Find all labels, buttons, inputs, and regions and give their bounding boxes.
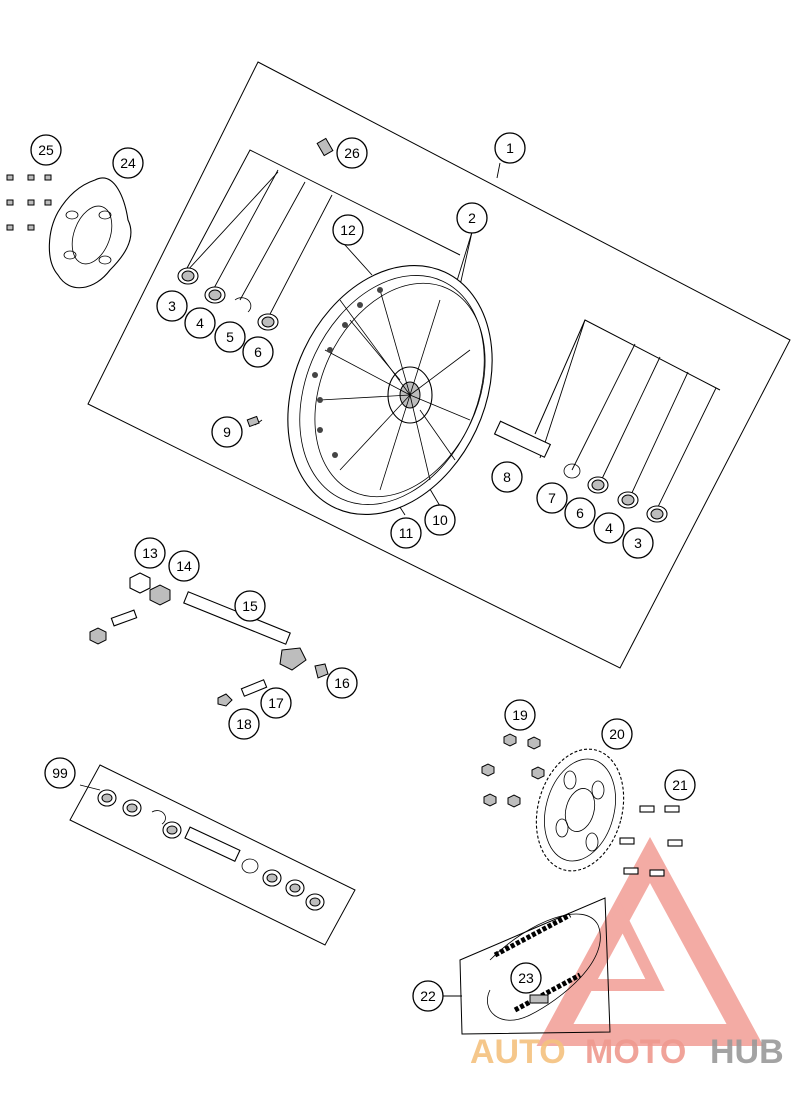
callout-1: 1 [494,132,526,164]
callout-23: 23 [510,962,542,994]
right-bearing-set [493,420,668,523]
brake-disc [48,177,132,289]
callout-11: 11 [390,517,422,549]
callout-99: 99 [44,757,76,789]
svg-text:24: 24 [120,155,136,171]
svg-text:18: 18 [236,716,252,732]
callout-20: 20 [601,718,633,750]
callout-4-right: 4 [593,512,625,544]
callout-19: 19 [504,699,536,731]
chain-kit [459,897,611,1035]
svg-text:15: 15 [242,598,258,614]
callout-13: 13 [134,537,166,569]
svg-text:1: 1 [506,140,514,156]
svg-text:3: 3 [634,535,642,551]
callout-3-left: 3 [156,290,188,322]
svg-text:20: 20 [609,726,625,742]
svg-text:7: 7 [548,490,556,506]
callout-6-right: 6 [564,497,596,529]
sprocket-nuts [481,733,545,808]
callout-12: 12 [332,214,364,246]
svg-text:23: 23 [518,970,534,986]
svg-text:16: 16 [334,675,350,691]
callout-3-right: 3 [622,527,654,559]
callout-16: 16 [326,667,358,699]
svg-text:12: 12 [340,222,356,238]
callout-21: 21 [664,769,696,801]
callout-17: 17 [260,687,292,719]
callout-25: 25 [30,134,62,166]
svg-text:6: 6 [254,344,262,360]
svg-text:5: 5 [226,329,234,345]
sprocket-bolts [619,805,683,877]
svg-text:26: 26 [344,145,360,161]
callout-5: 5 [214,321,246,353]
axle-group [89,572,329,707]
svg-text:8: 8 [503,469,511,485]
callout-18: 18 [228,708,260,740]
svg-text:99: 99 [52,765,68,781]
callout-6-left: 6 [242,336,274,368]
svg-text:MOTO: MOTO [585,1033,686,1071]
watermark-text: AUTO MOTO HUB [470,1033,784,1071]
callout-22: 22 [412,980,444,1012]
callout-4-left: 4 [184,307,216,339]
svg-text:22: 22 [420,988,436,1004]
spoke-nipple [246,415,260,428]
callout-24: 24 [112,147,144,179]
left-bearing-set [177,267,279,331]
wheel-assembly-frame [87,61,791,669]
callout-8: 8 [491,461,523,493]
svg-text:25: 25 [38,142,54,158]
callout-26: 26 [336,137,368,169]
callout-15: 15 [234,590,266,622]
svg-text:21: 21 [672,777,688,793]
callout-7: 7 [536,482,568,514]
callout-14: 14 [168,550,200,582]
svg-text:9: 9 [223,424,231,440]
svg-text:4: 4 [196,315,204,331]
callout-9: 9 [211,416,243,448]
callout-10: 10 [424,504,456,536]
svg-text:17: 17 [268,695,284,711]
svg-text:AUTO: AUTO [470,1033,566,1071]
bearing-bracket-right [534,319,721,435]
svg-text:10: 10 [432,512,448,528]
svg-text:11: 11 [399,525,414,541]
svg-text:4: 4 [605,520,613,536]
callout-2: 2 [456,202,488,234]
bearing-bracket-left [185,149,461,271]
disc-bolts [6,174,52,231]
svg-text:HUB: HUB [710,1033,784,1071]
svg-text:2: 2 [468,210,476,226]
rear-wheel [287,264,493,516]
svg-text:6: 6 [576,505,584,521]
watermark-logo [536,836,764,1046]
rear-sprocket [535,748,625,872]
svg-text:14: 14 [176,558,192,574]
svg-text:3: 3 [168,298,176,314]
svg-text:19: 19 [512,707,528,723]
valve-bolt [316,137,334,157]
bearing-kit [69,764,356,946]
svg-text:13: 13 [142,545,158,561]
